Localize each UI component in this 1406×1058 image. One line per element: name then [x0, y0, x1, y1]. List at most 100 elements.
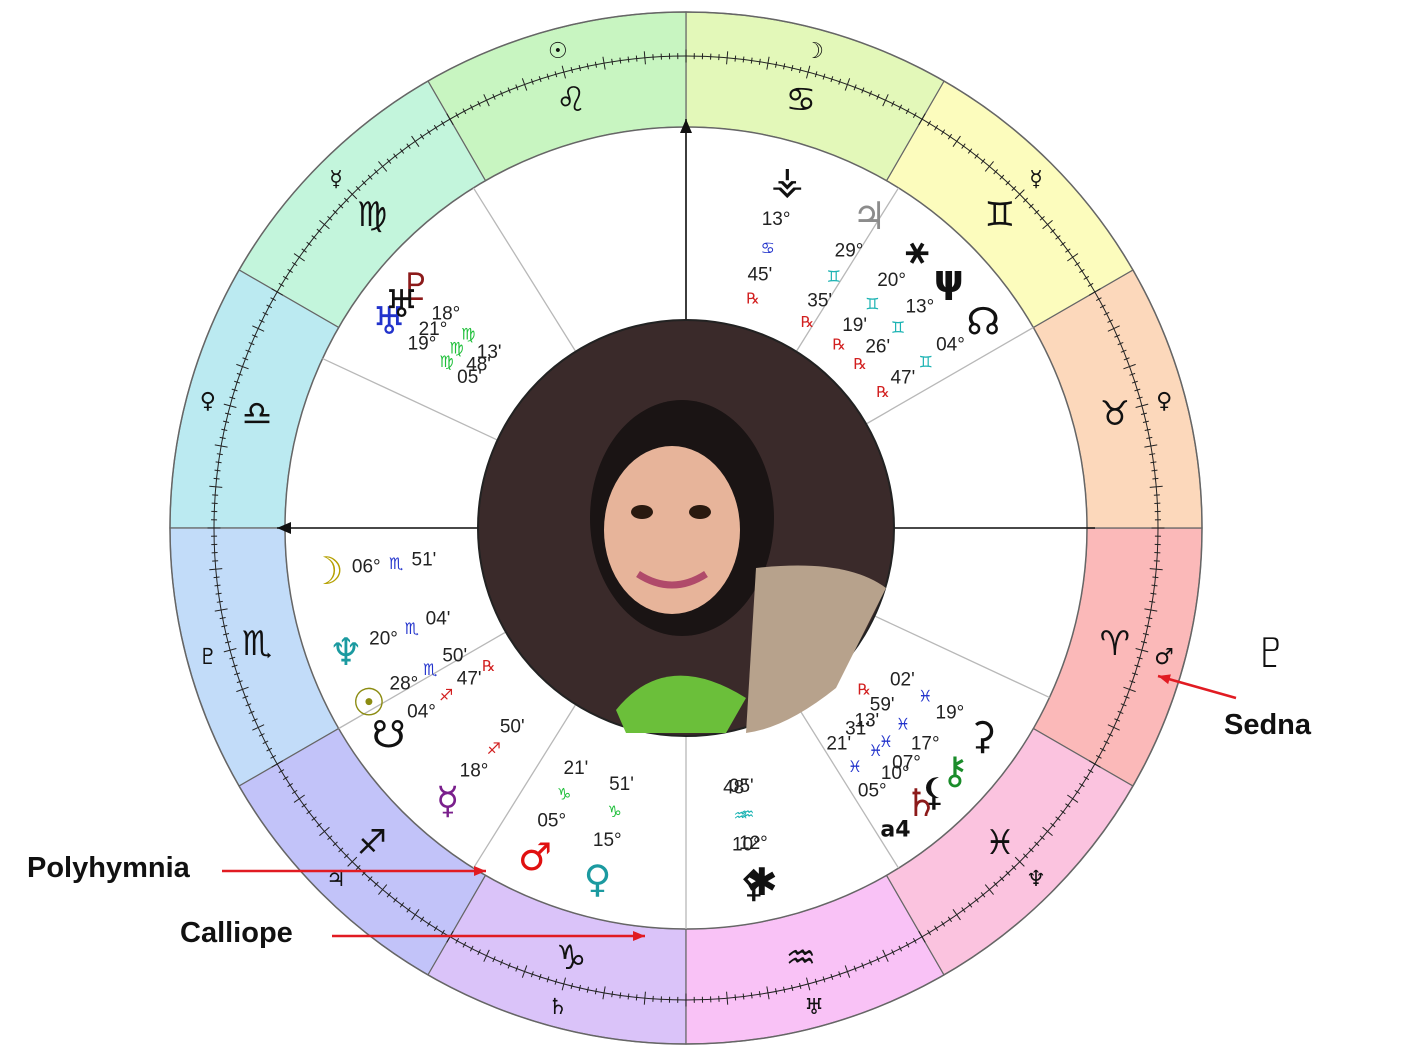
- uranus-glyph: ♅: [372, 299, 406, 343]
- planet-south-node: ☋04°♐47'℞: [372, 657, 496, 757]
- degree-tick: [1011, 185, 1017, 191]
- north-node-degree: 04°: [936, 334, 965, 355]
- degree-tick: [967, 148, 973, 154]
- degree-tick: [905, 941, 910, 948]
- degree-tick: [530, 971, 534, 978]
- degree-tick: [399, 148, 405, 154]
- moon-minute: 51': [412, 549, 437, 570]
- degree-tick: [586, 63, 589, 70]
- lilith-glyph: ⚸: [920, 770, 948, 814]
- neptune-glyph: ♆: [329, 630, 363, 674]
- venus-polyhymnia-minute: 51': [609, 774, 634, 795]
- degree-tick: [594, 988, 598, 995]
- mars-glyph: ♂: [518, 835, 552, 879]
- degree-tick: [1146, 616, 1153, 620]
- a4-sign: ♓: [848, 757, 862, 776]
- degree-tick: [1117, 710, 1124, 715]
- neptune-degree: 20°: [369, 628, 398, 649]
- degree-tick: [270, 297, 277, 302]
- degree-tick: [378, 161, 388, 172]
- degree-tick: [1135, 647, 1149, 653]
- degree-tick: [224, 412, 232, 416]
- uranus-sign: ♍: [439, 352, 453, 371]
- calliope-arrow-head: [633, 930, 645, 942]
- degree-tick: [1099, 304, 1106, 309]
- degree-tick: [898, 945, 903, 952]
- degree-tick: [214, 444, 228, 448]
- degree-tick: [805, 977, 811, 991]
- chiron-sign: ♓: [896, 714, 910, 733]
- degree-tick: [483, 94, 490, 107]
- degree-tick: [492, 93, 496, 100]
- degree-tick: [1129, 680, 1136, 684]
- venus-polyhymnia-degree: 15°: [593, 830, 622, 851]
- degree-tick: [882, 94, 889, 107]
- degree-tick: [643, 991, 646, 1005]
- south-node-minute: 47': [457, 669, 482, 690]
- degree-tick: [934, 925, 939, 932]
- degree-tick: [530, 78, 534, 85]
- degree-tick: [236, 686, 249, 693]
- degree-tick: [734, 994, 737, 1001]
- degree-tick: [742, 993, 745, 1000]
- asteroid-star-glyph: ✱: [746, 860, 778, 904]
- mercury-glyph: ☿: [436, 779, 459, 823]
- degree-tick: [891, 949, 895, 956]
- degree-tick: [338, 203, 344, 209]
- sedna-symbol-icon: ♇: [1250, 618, 1292, 681]
- degree-tick: [271, 760, 284, 768]
- degree-tick: [1131, 380, 1138, 384]
- asteroid-star-sign: ♒: [740, 805, 754, 824]
- sign-glyph-cancer: ♋: [786, 80, 816, 120]
- degree-tick: [838, 971, 842, 978]
- neptune-sign: ♏: [405, 619, 419, 638]
- degree-tick: [947, 916, 953, 923]
- degree-tick: [521, 965, 528, 978]
- house-cusp-9: [795, 187, 900, 352]
- degree-tick: [293, 253, 305, 262]
- degree-tick: [1129, 372, 1136, 376]
- house-cusps: [285, 127, 1087, 929]
- ruler-glyph-aquarius: ♅: [804, 995, 824, 1020]
- ruler-glyph-libra: ♀: [200, 389, 216, 414]
- degree-tick: [627, 56, 630, 63]
- degree-tick: [980, 158, 986, 164]
- degree-tick: [1079, 783, 1085, 788]
- degree-tick: [602, 56, 606, 70]
- degree-tick: [742, 56, 745, 63]
- degree-tick: [319, 826, 330, 836]
- pholus-degree: 20°: [877, 270, 906, 291]
- moon-glyph: ☽: [310, 549, 344, 593]
- degree-tick: [301, 248, 307, 253]
- degree-tick: [1023, 197, 1029, 203]
- sedna-arrow-line: [1157, 674, 1237, 700]
- degree-tick: [1050, 228, 1056, 234]
- uranus-degree: 19°: [408, 334, 437, 355]
- degree-tick: [1103, 311, 1110, 316]
- degree-tick: [822, 976, 826, 983]
- degree-tick: [554, 71, 558, 78]
- planet-pholus: ⚹20°♊19'℞: [833, 227, 929, 353]
- pluto-glyph: ♇: [399, 265, 433, 309]
- degree-tick: [774, 988, 778, 995]
- degree-tick: [469, 945, 474, 952]
- degree-tick: [343, 197, 349, 203]
- degree-tick: [1135, 403, 1149, 409]
- house-cusp-8: [865, 326, 1034, 425]
- degree-tick: [838, 78, 842, 85]
- degree-tick: [1123, 357, 1130, 361]
- degree-tick: [248, 710, 255, 715]
- calliope-glyph: ⚴: [740, 862, 768, 906]
- degree-tick: [1142, 633, 1149, 636]
- degree-tick: [538, 973, 542, 980]
- degree-tick: [905, 108, 910, 115]
- degree-tick: [750, 57, 753, 64]
- degree-tick: [619, 57, 622, 64]
- polyhymnia-arrow-head: [474, 865, 486, 877]
- degree-tick: [245, 703, 252, 707]
- a4-minute: 21': [826, 733, 851, 754]
- degree-tick: [306, 809, 312, 815]
- degree-tick: [411, 909, 420, 921]
- degree-tick: [974, 897, 979, 903]
- degree-tick: [830, 973, 834, 980]
